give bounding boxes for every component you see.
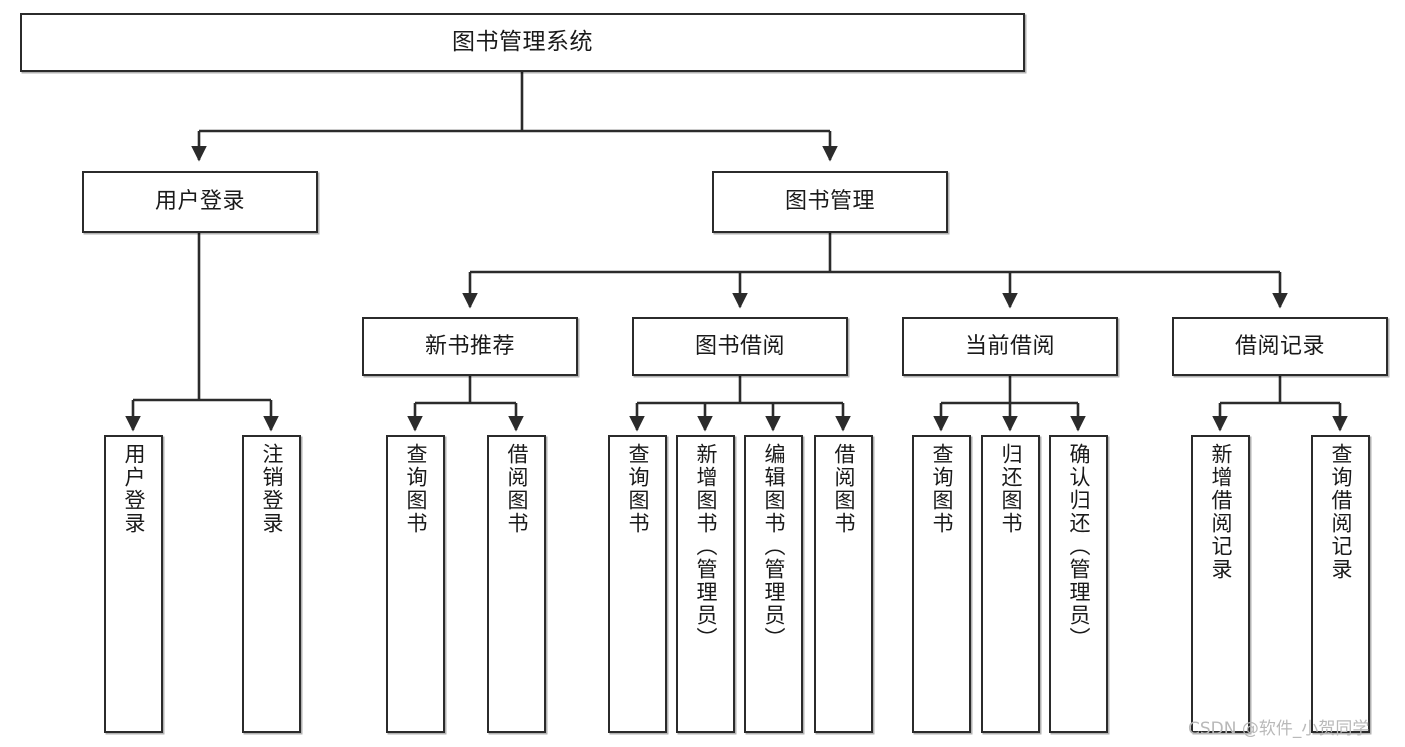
csdn-watermark: CSDN @软件_小贺同学 xyxy=(1188,719,1370,739)
node-label: 新书推荐 xyxy=(424,333,515,359)
node-leaf-edit-book[interactable]: 编辑图书（管理员） xyxy=(744,435,803,733)
node-borrow-record[interactable]: 借阅记录 xyxy=(1172,317,1388,376)
node-user-login[interactable]: 用户登录 xyxy=(82,171,318,233)
node-label: 用户登录 xyxy=(154,189,245,215)
node-leaf-query-book-current[interactable]: 查询图书 xyxy=(912,435,971,733)
node-label: 查询图书 xyxy=(930,443,954,535)
node-leaf-query-book-borrow[interactable]: 查询图书 xyxy=(608,435,667,733)
node-leaf-query-book-recommend[interactable]: 查询图书 xyxy=(386,435,445,733)
node-leaf-add-borrow-record[interactable]: 新增借阅记录 xyxy=(1191,435,1250,733)
node-leaf-borrow-book-recommend[interactable]: 借阅图书 xyxy=(487,435,546,733)
node-new-book-recommend[interactable]: 新书推荐 xyxy=(362,317,578,376)
node-label: 归还图书 xyxy=(999,443,1023,535)
node-label: 查询图书 xyxy=(626,443,650,535)
node-book-management[interactable]: 图书管理 xyxy=(712,171,948,233)
node-label: 编辑图书（管理员） xyxy=(762,443,786,650)
node-label: 用户登录 xyxy=(122,443,146,535)
node-label: 查询借阅记录 xyxy=(1329,443,1353,581)
node-leaf-borrow-book[interactable]: 借阅图书 xyxy=(814,435,873,733)
node-label: 查询图书 xyxy=(404,443,428,535)
node-label: 确认归还（管理员） xyxy=(1067,443,1091,650)
node-leaf-logout-login[interactable]: 注销登录 xyxy=(242,435,301,733)
node-label: 借阅图书 xyxy=(505,443,529,535)
node-label: 新增借阅记录 xyxy=(1209,443,1233,581)
node-root-book-management-system[interactable]: 图书管理系统 xyxy=(20,13,1025,72)
node-leaf-confirm-return[interactable]: 确认归还（管理员） xyxy=(1049,435,1108,733)
node-label: 图书借阅 xyxy=(694,333,785,359)
node-leaf-query-borrow-record[interactable]: 查询借阅记录 xyxy=(1311,435,1370,733)
node-book-borrow[interactable]: 图书借阅 xyxy=(632,317,848,376)
node-label: 借阅图书 xyxy=(832,443,856,535)
node-label: 当前借阅 xyxy=(964,333,1055,359)
node-label: 图书管理 xyxy=(784,189,875,215)
node-label: 新增图书（管理员） xyxy=(694,443,718,650)
node-label: 注销登录 xyxy=(260,443,284,535)
node-label: 借阅记录 xyxy=(1234,333,1325,359)
node-leaf-add-book[interactable]: 新增图书（管理员） xyxy=(676,435,735,733)
node-current-borrow[interactable]: 当前借阅 xyxy=(902,317,1118,376)
node-leaf-return-book[interactable]: 归还图书 xyxy=(981,435,1040,733)
node-label: 图书管理系统 xyxy=(452,28,593,55)
node-leaf-user-login[interactable]: 用户登录 xyxy=(104,435,163,733)
